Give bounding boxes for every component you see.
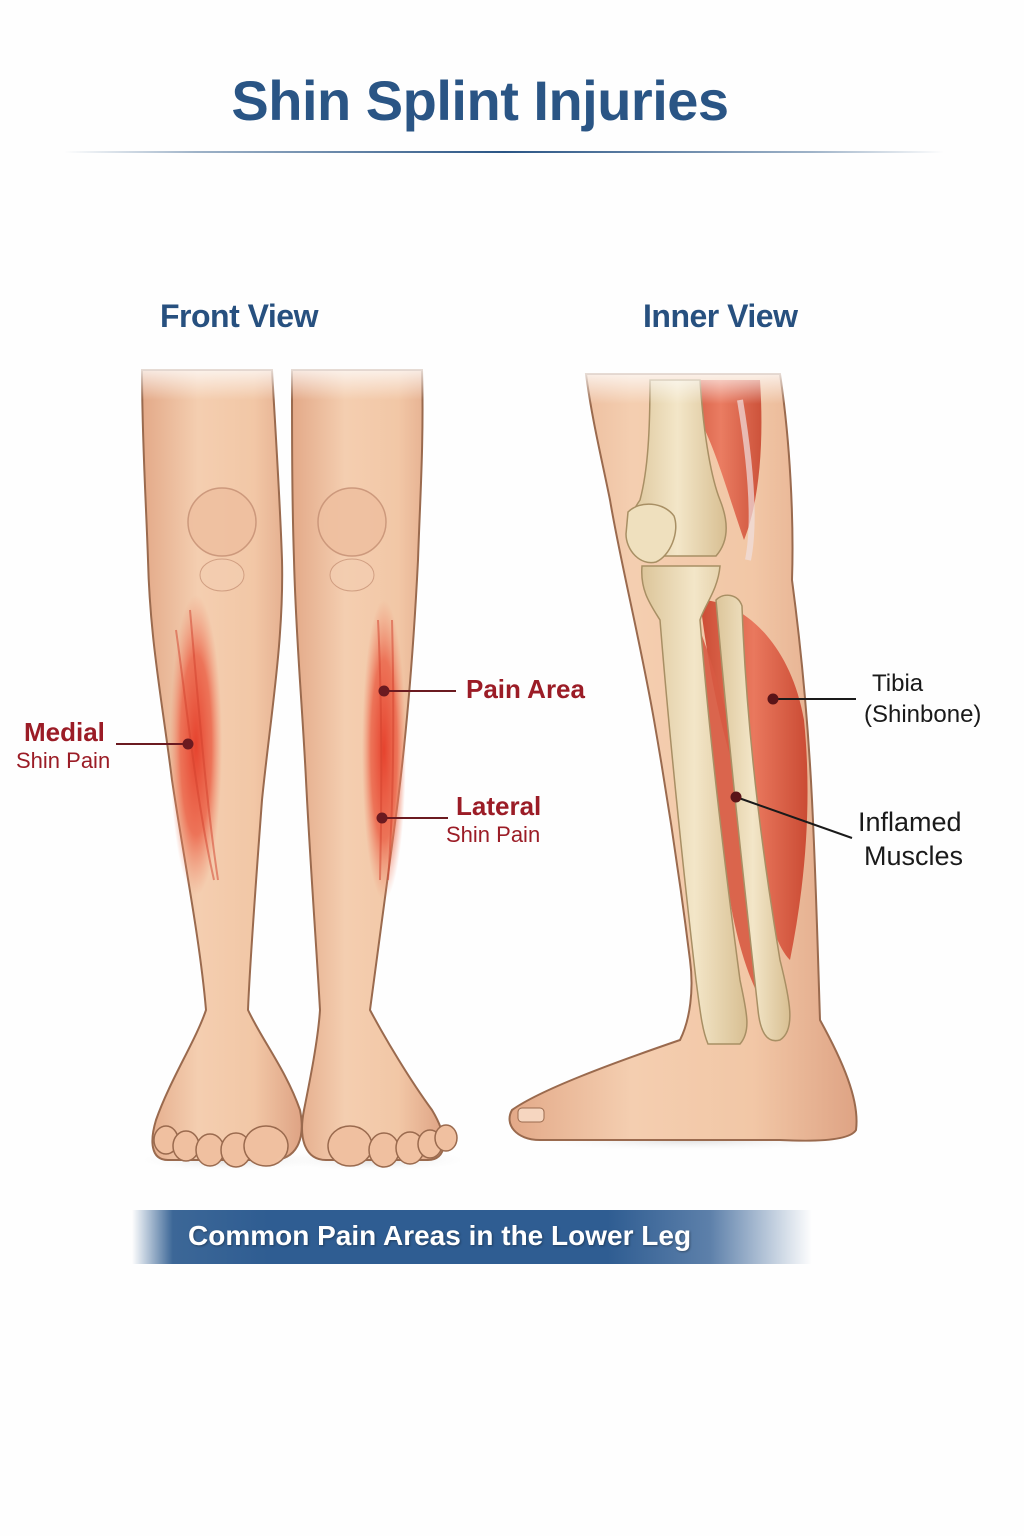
medial-shin-pain-label: Medial Shin Pain: [16, 717, 111, 773]
lateral-label-line2: Shin Pain: [446, 821, 541, 847]
caption-text: Common Pain Areas in the Lower Leg: [188, 1220, 692, 1251]
tibia-label-line1: Tibia: [872, 670, 924, 697]
inflamed-label-line1: Inflamed: [858, 807, 962, 837]
pain-area-label: Pain Area: [466, 674, 585, 704]
inner-view-heading: Inner View: [643, 298, 798, 334]
title-divider: [64, 151, 944, 153]
tibia-label-line2: (Shinbone): [864, 701, 982, 729]
medial-label-line1: Medial: [24, 717, 105, 747]
front-left-leg: [130, 369, 330, 1172]
front-view-heading: Front View: [160, 298, 318, 334]
caption-banner: Common Pain Areas in the Lower Leg: [132, 1210, 812, 1264]
medial-label-line2: Shin Pain: [16, 747, 111, 773]
inflamed-muscles-label: Inflamed Muscles: [858, 806, 963, 874]
front-callout-pointers: [116, 685, 456, 824]
tibia-label: Tibia (Shinbone): [864, 668, 981, 730]
lateral-shin-pain-label: Lateral Shin Pain: [446, 791, 542, 847]
inner-leg: [508, 373, 870, 1152]
front-right-leg: [275, 369, 475, 1172]
page-title: Shin Splint Injuries: [231, 69, 729, 132]
inner-callout-pointers: [730, 693, 856, 839]
lateral-label-line1: Lateral: [456, 791, 542, 821]
inflamed-label-line2: Muscles: [864, 840, 964, 871]
